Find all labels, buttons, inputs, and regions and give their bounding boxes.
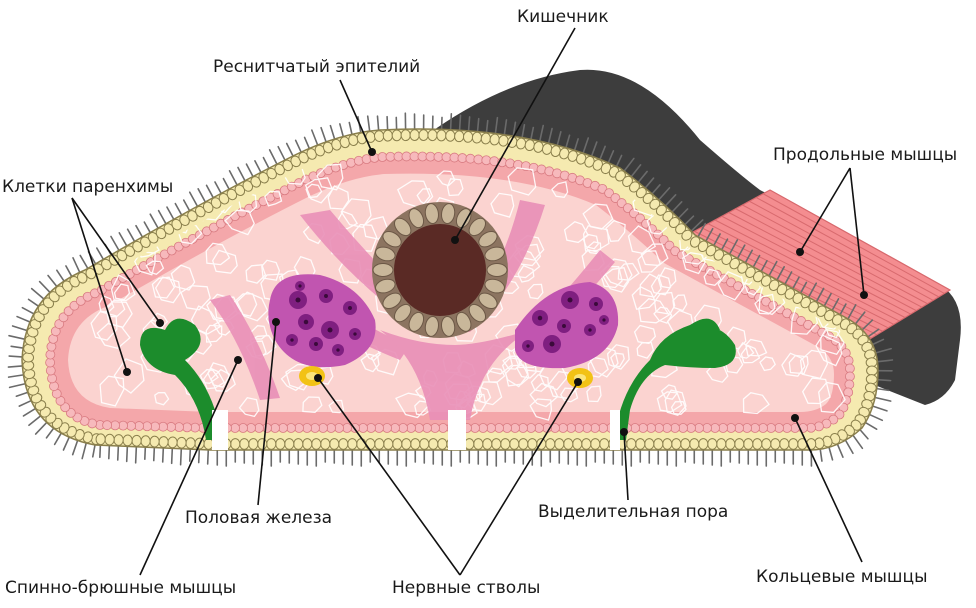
ventral-gap-center — [448, 410, 466, 450]
ventral-gap-left — [212, 410, 228, 450]
label-nerve-trunks: Нервные стволы — [392, 578, 540, 598]
label-circular-muscles: Кольцевые мышцы — [756, 567, 928, 587]
gonad-eggs — [286, 281, 609, 356]
label-dorsoventral-muscles: Спинно-брюшные мышцы — [5, 578, 236, 598]
intestine — [372, 202, 508, 338]
label-gonad: Половая железа — [185, 508, 332, 528]
label-excretory-pore: Выделительная пора — [538, 502, 728, 522]
label-parenchyma-cells: Клетки паренхимы — [2, 177, 173, 197]
label-ciliated-epithelium: Реснитчатый эпителий — [213, 57, 420, 77]
circular-muscle-cells — [45, 151, 855, 433]
cilia-fringe — [7, 112, 894, 467]
excretory-organ-left — [140, 318, 220, 440]
label-longitudinal-muscles: Продольные мышцы — [773, 145, 957, 165]
excretory-organ-right — [614, 318, 736, 440]
epithelium-cells — [22, 129, 878, 450]
label-intestine: Кишечник — [517, 7, 609, 27]
ventral-gap-right — [610, 410, 620, 450]
leader-lines — [71, 27, 868, 576]
